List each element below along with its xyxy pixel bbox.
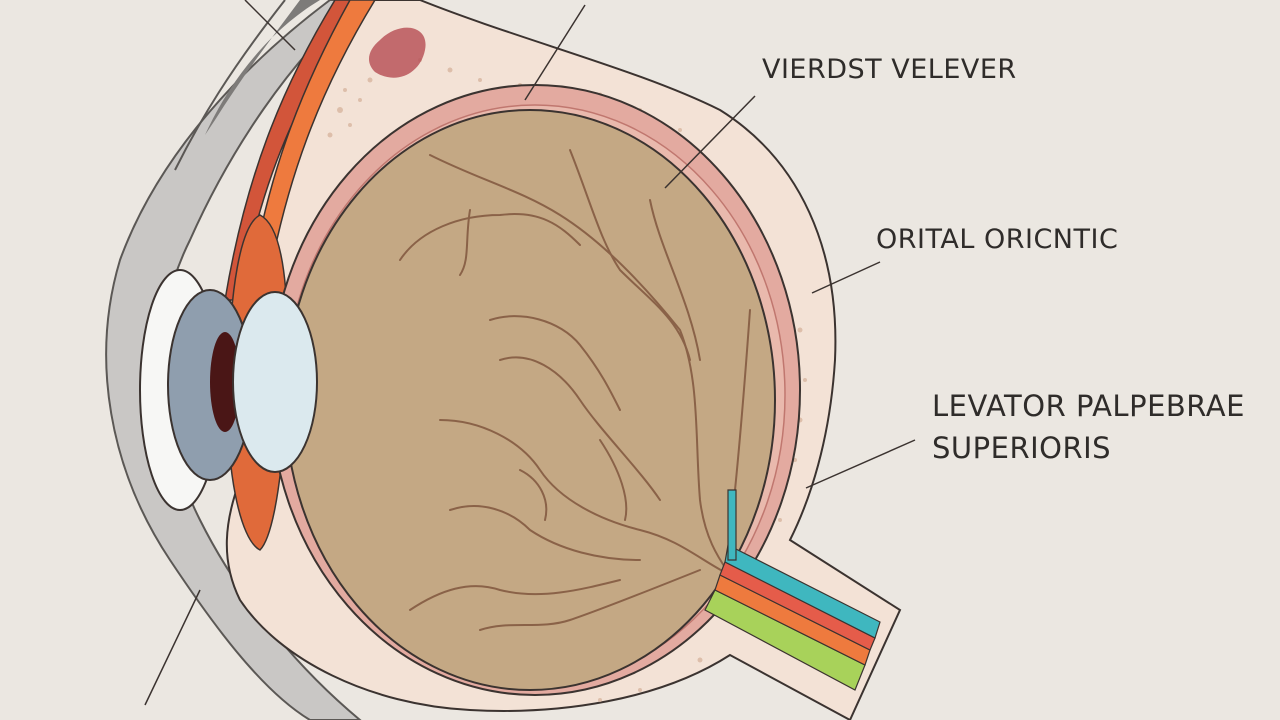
label-levator-line1: LEVATOR PALPEBRAE [932,389,1245,423]
label-levator-line2: SUPERIORIS [932,431,1112,465]
leader-line-orital [811,261,881,294]
lens [232,291,318,473]
nerve-teal-vertical [727,489,737,561]
red-speckle-patch [368,27,426,78]
orbit-outer-arc [105,0,362,720]
optic-nerve-bundle [704,489,881,691]
nerve-teal-band [724,544,881,639]
leader-line-levator [805,439,916,489]
leader-line-top-left [244,0,296,51]
leader-line-bottom-left [144,589,201,706]
leader-line-vierdst [664,95,756,189]
leader-lines [144,0,916,706]
pupil [210,332,240,432]
leader-line-top [524,4,586,101]
label-orital-oricntic: ORITAL ORICNTIC [876,224,1119,255]
label-levator-palpebrae: LEVATOR PALPEBRAE SUPERIORIS [932,385,1245,469]
vitreous-body [284,109,776,691]
label-vierdst-velever: VIERDST VELEVER [762,54,1017,85]
orbit-inner-line [174,0,286,171]
